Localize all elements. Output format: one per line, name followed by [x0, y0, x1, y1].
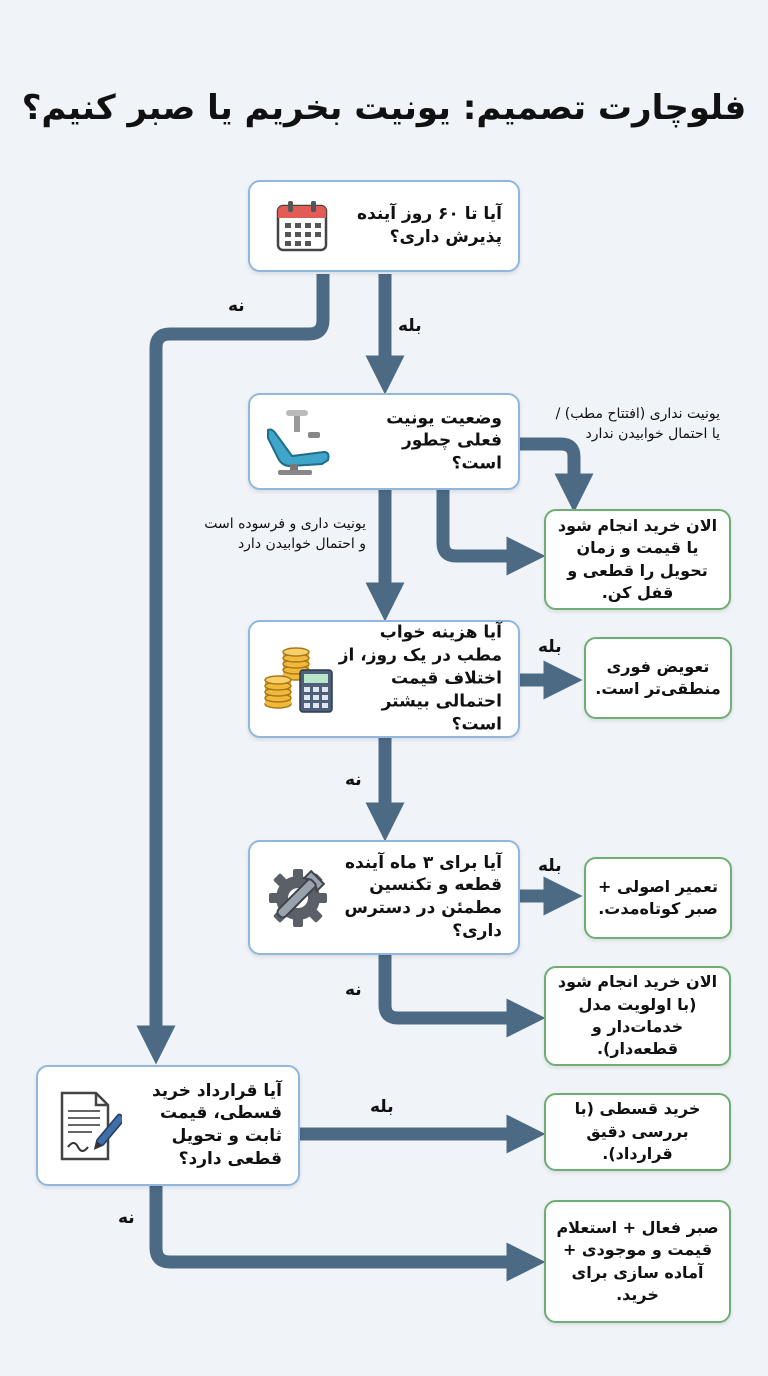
- outcome-buy-now-lock-text: الان خرید انجام شود یا قیمت و زمان تحویل…: [557, 515, 718, 602]
- edge-label-worn-unit: یونیت داری و فرسوده است و احتمال خوابیدن…: [204, 516, 366, 552]
- outcome-buy-now-service-text: الان خرید انجام شود (با اولویت مدل خدمات…: [557, 972, 718, 1059]
- edge-label-parts-yes: بله: [538, 856, 562, 876]
- edge-reception-contract: [136, 274, 330, 1065]
- outcome-active-wait: صبر فعال + استعلام قیمت و موجودی + آماده…: [544, 1200, 731, 1323]
- edge-label-contract-yes: بله: [370, 1097, 394, 1117]
- edge-label-reception-no: نه: [228, 296, 245, 316]
- calendar-icon: [276, 201, 328, 252]
- outcome-active-wait-text: صبر فعال + استعلام قیمت و موجودی + آماده…: [556, 1217, 719, 1304]
- outcome-buy-now-lock: الان خرید انجام شود یا قیمت و زمان تحویل…: [544, 509, 731, 610]
- question-parts-technician-text: آیا برای ۳ ماه آینده قطعه و تکنسین مطمئن…: [344, 852, 502, 942]
- edge-label-parts-no: نه: [345, 980, 362, 1000]
- question-reception: آیا تا ۶۰ روز آینده پذیرش داری؟: [248, 180, 520, 272]
- question-installment-contract-text: آیا قرارداد خرید قسطی، قیمت ثابت و تحویل…: [151, 1080, 282, 1170]
- edge-label-reception-yes: بله: [398, 316, 422, 336]
- wrench-gear-icon: [269, 868, 327, 927]
- dental-chair-icon: [267, 409, 330, 475]
- outcome-replace-now: تعویض فوری منطقی‌تر است.: [584, 637, 732, 719]
- question-unit-status-text: وضعیت یونیت فعلی چطور است؟: [386, 408, 502, 474]
- edge-parts-buyservice: [378, 955, 546, 1038]
- edge-status-buylock: [520, 437, 594, 513]
- outcome-repair-wait: تعمیر اصولی + صبر کوتاه‌مدت.: [584, 857, 732, 939]
- outcome-installment-text: خرید قسطی (با بررسی دقیق قرارداد).: [574, 1099, 701, 1164]
- question-installment-contract: آیا قرارداد خرید قسطی، قیمت ثابت و تحویل…: [36, 1065, 300, 1186]
- edge-label-no-unit: یونیت نداری (افتتاح مطب) / یا احتمال خوا…: [555, 406, 720, 442]
- edge-status-buylock-2: [436, 490, 546, 576]
- coins-calculator-icon: [264, 647, 333, 713]
- page-title: فلوچارت تصمیم: یونیت بخریم یا صبر کنیم؟: [21, 88, 747, 128]
- outcome-buy-now-service: الان خرید انجام شود (با اولویت مدل خدمات…: [544, 966, 731, 1066]
- outcome-installment: خرید قسطی (با بررسی دقیق قرارداد).: [544, 1093, 731, 1171]
- question-downtime-cost: آیا هزینه خواب مطب در یک روز، از اختلاف …: [248, 620, 520, 738]
- question-reception-text: آیا تا ۶۰ روز آینده پذیرش داری؟: [357, 204, 502, 247]
- contract-pen-icon: [60, 1091, 122, 1160]
- edge-contract-activewait: [149, 1186, 546, 1282]
- outcome-replace-now-text: تعویض فوری منطقی‌تر است.: [595, 656, 721, 698]
- outcome-repair-wait-text: تعمیر اصولی + صبر کوتاه‌مدت.: [598, 876, 718, 918]
- question-downtime-cost-text: آیا هزینه خواب مطب در یک روز، از اختلاف …: [338, 622, 502, 735]
- question-parts-technician: آیا برای ۳ ماه آینده قطعه و تکنسین مطمئن…: [248, 840, 520, 955]
- edge-label-contract-no: نه: [118, 1208, 135, 1228]
- edge-label-cost-yes: بله: [538, 637, 562, 657]
- question-unit-status: وضعیت یونیت فعلی چطور است؟: [248, 393, 520, 490]
- edge-label-cost-no: نه: [345, 770, 362, 790]
